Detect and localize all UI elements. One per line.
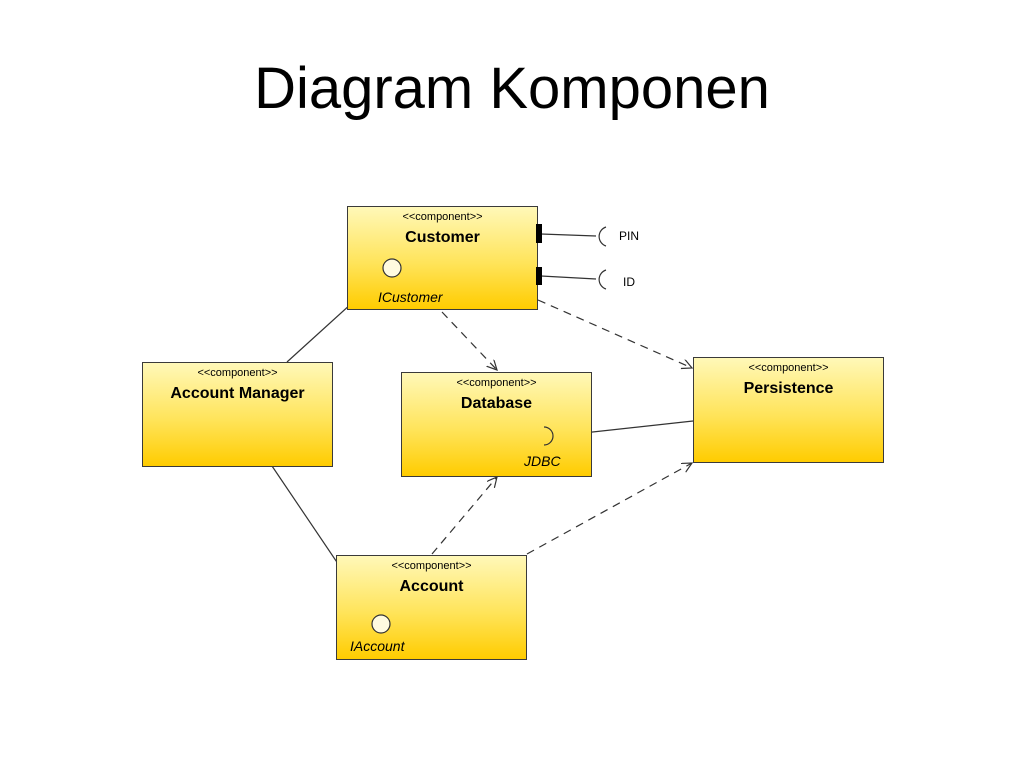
id-port-label: ID (623, 275, 635, 289)
component-customer[interactable]: <<component>> Customer ICustomer (347, 206, 538, 310)
persistence-name: Persistence (743, 380, 834, 397)
account-manager-stereotype: <<component>> (197, 367, 278, 379)
icustomer-label: ICustomer (378, 289, 443, 305)
customer-name: Customer (405, 229, 480, 246)
database-stereotype: <<component>> (456, 377, 537, 389)
jdbc-label: JDBC (524, 453, 561, 469)
slide-title: Diagram Komponen (254, 56, 770, 121)
customer-stereotype: <<component>> (402, 211, 483, 223)
persistence-stereotype: <<component>> (748, 362, 829, 374)
dependency-customer-database (441, 311, 497, 370)
component-database[interactable]: <<component>> Database JDBC (401, 372, 592, 477)
database-name: Database (460, 395, 533, 412)
account-stereotype: <<component>> (391, 560, 472, 572)
component-persistence[interactable]: <<component>> Persistence (693, 357, 884, 463)
dependency-account-database (431, 477, 497, 555)
dependency-account-persistence (526, 463, 692, 555)
account-manager-name: Account Manager (170, 385, 305, 402)
component-account[interactable]: <<component>> Account IAccount (336, 555, 527, 660)
line-pin-port (540, 233, 597, 237)
line-id-port (540, 275, 597, 280)
account-name: Account (399, 578, 464, 595)
iaccount-label: IAccount (350, 638, 405, 654)
component-account-manager[interactable]: <<component>> Account Manager (142, 362, 333, 467)
dependency-customer-persistence (537, 299, 692, 368)
pin-port-label: PIN (619, 229, 640, 243)
